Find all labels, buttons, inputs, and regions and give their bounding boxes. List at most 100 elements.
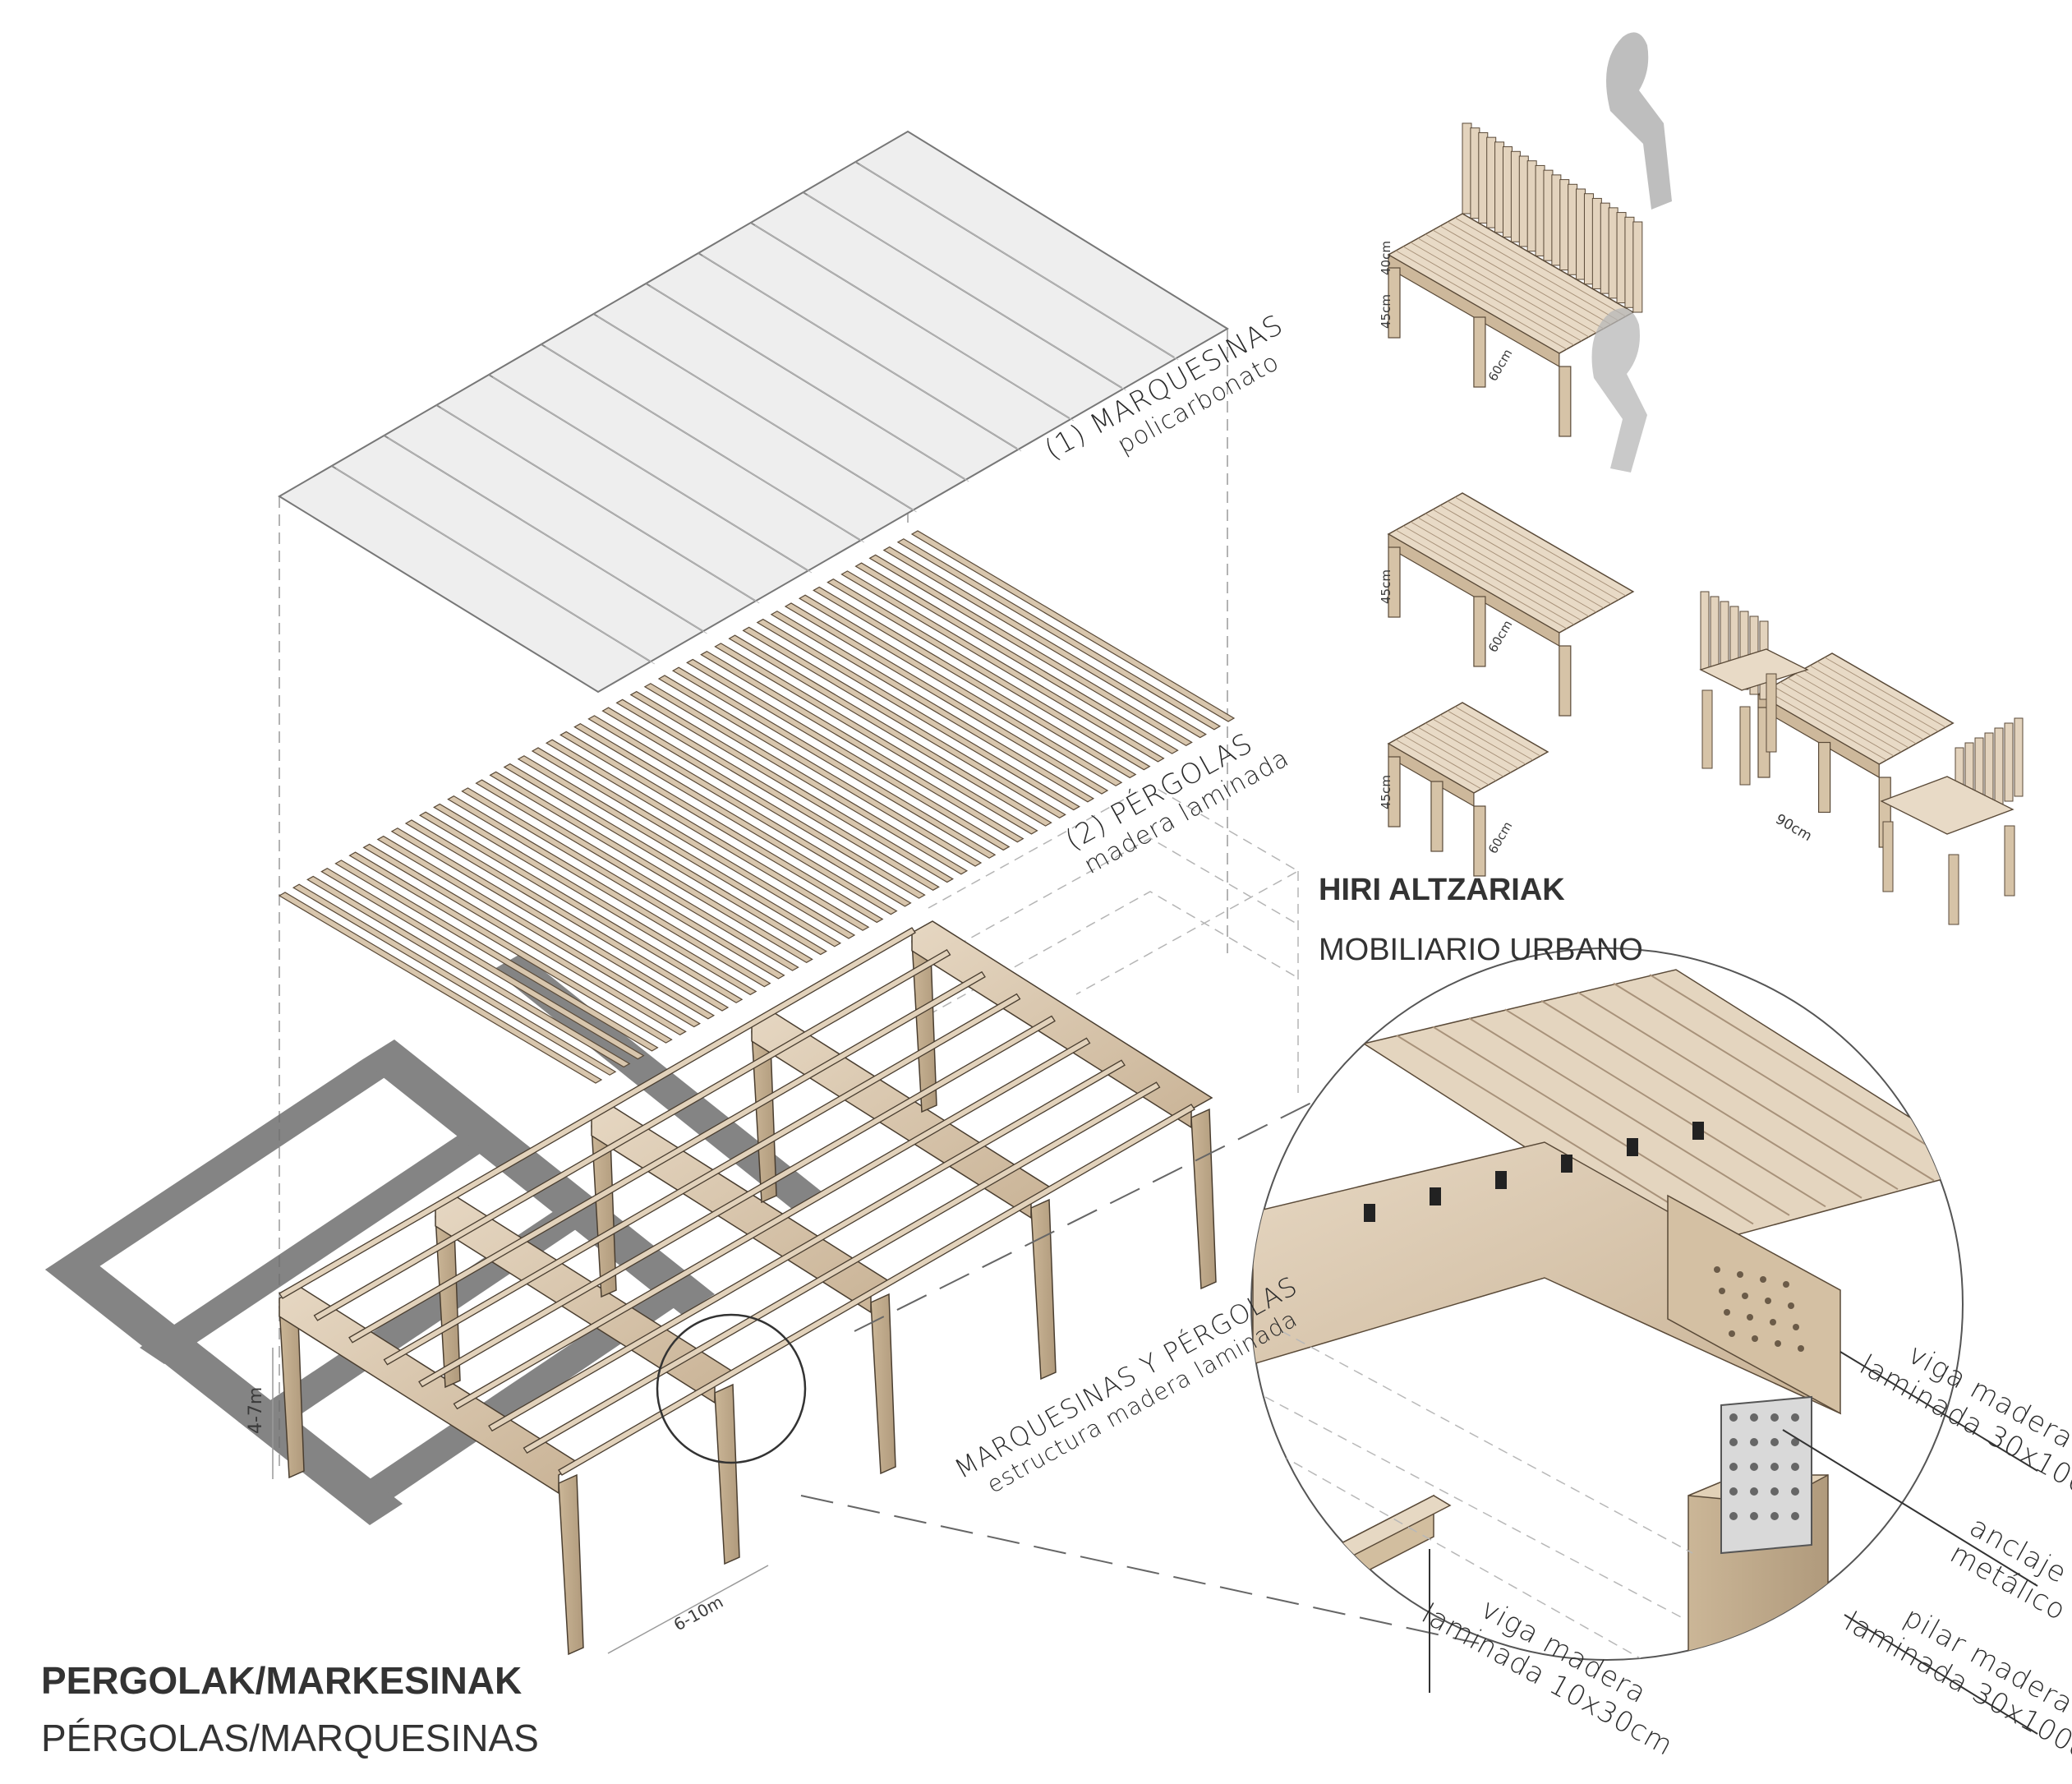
svg-text:60cm: 60cm (1485, 618, 1516, 655)
anchor-bolt (1791, 1413, 1799, 1422)
seat-slat-line (1439, 714, 1526, 765)
seat-slat-line (1395, 529, 1568, 629)
chair-seat (1880, 776, 2014, 835)
bolt-hole (1742, 1293, 1748, 1299)
bolt-hole (1788, 1302, 1794, 1309)
backrest-slat (1470, 127, 1480, 219)
pergola-slat (826, 578, 1151, 771)
chair-seat (1699, 648, 1809, 691)
anchor-bolt (1729, 1487, 1738, 1496)
pergola-slat (404, 819, 730, 1012)
bench-leg (1430, 781, 1443, 852)
seat-slat-line (1824, 657, 1946, 728)
pergola-slat (489, 771, 813, 964)
backrest-slat (1526, 160, 1537, 252)
anchor-bolt (1770, 1463, 1779, 1471)
seat-slat-line (1432, 509, 1605, 609)
pergola-slat (813, 586, 1137, 779)
bolt-hole (1775, 1340, 1781, 1347)
deck-board-joint (1613, 982, 1935, 1182)
seat-slat-line (1402, 525, 1575, 625)
pergola-slat (573, 722, 898, 915)
bolt-hole (1798, 1345, 1804, 1352)
pergola-slat (559, 731, 884, 924)
pergola-slat (770, 611, 1095, 803)
backrest-slat (1583, 193, 1594, 285)
svg-text:MARQUESINAS Y PÉRGOLAS: MARQUESINAS Y PÉRGOLAS (949, 1270, 1302, 1485)
pergola-slat (587, 715, 912, 907)
bolt-hole (1737, 1271, 1743, 1278)
bolt-hole (1724, 1309, 1730, 1316)
chair-leg (2004, 825, 2015, 897)
backrest-slat (1568, 183, 1578, 275)
pergola-slat (882, 546, 1207, 739)
seat-slat-line (1425, 513, 1597, 613)
pergola-slat (362, 843, 687, 1036)
roof-panel-seam-shadow (545, 346, 865, 543)
hidden-line (1264, 1445, 1644, 1660)
main-title-spanish: PÉRGOLAS/MARQUESINAS (41, 1717, 539, 1759)
chair-back-slat (2014, 717, 2024, 797)
pergola-slat (910, 530, 1236, 722)
pergola-slat (657, 675, 983, 867)
deck-board-joint (1577, 991, 1899, 1191)
backrest-slat (1591, 197, 1602, 289)
joist-hanger (1692, 1122, 1704, 1140)
pergola-slat (854, 562, 1179, 754)
furniture-title-spanish: MOBILIARIO URBANO (1319, 933, 1643, 967)
hidden-line (1264, 1396, 1685, 1620)
seat-slat-line (1447, 500, 1619, 601)
pergola-slat (334, 860, 659, 1052)
seat-slat-line (1802, 669, 1924, 740)
pergola-slat (306, 875, 631, 1068)
seat-slat-line (1780, 681, 1902, 753)
seat-slat-line (1402, 246, 1575, 346)
chair-back-slat (2004, 722, 2014, 802)
joist-hanger (1495, 1171, 1507, 1189)
roof-panel-seam-shadow (754, 224, 1075, 422)
bolt-hole (1765, 1298, 1771, 1304)
roof-panel-seam-shadow (597, 316, 917, 513)
pergola-slat (671, 666, 997, 859)
chair-leg (1739, 706, 1751, 786)
pergola-slat (643, 683, 969, 875)
seat-slat-line (1439, 505, 1612, 605)
bench-with-back (1387, 122, 1643, 437)
joist-hanger (1430, 1187, 1441, 1205)
backrest-slat (1535, 164, 1545, 256)
backrest-slat (1518, 155, 1529, 247)
pergola-slats (278, 530, 1236, 1084)
pergola-slat (601, 707, 926, 899)
backrest-slat (1632, 221, 1643, 313)
svg-text:40cm: 40cm (1379, 241, 1393, 275)
ground-shadow (45, 953, 822, 1525)
anchor-bolt (1729, 1512, 1738, 1520)
deck-board-joint (1396, 1035, 1718, 1233)
pergola-post (1030, 1198, 1057, 1381)
deck-board-joint (1432, 1026, 1754, 1225)
backrest-slat (1462, 122, 1472, 214)
pergola-slat (531, 747, 856, 939)
pergola-slat (784, 602, 1109, 795)
bolt-hole (1760, 1276, 1766, 1283)
polycarbonate-roof (278, 130, 1229, 694)
detail-marker-circle (656, 1313, 807, 1464)
svg-text:60cm: 60cm (1485, 347, 1516, 384)
seat-slat-line (1772, 685, 1895, 757)
pergola-purlin (348, 970, 986, 1344)
chair-leg (1766, 673, 1777, 753)
seat-slat-line (1410, 521, 1582, 621)
bench-leg (1473, 805, 1486, 877)
metal-anchor-plate (1720, 1395, 1812, 1555)
pergola-slat (503, 763, 827, 956)
seat-slat-line (1454, 217, 1627, 317)
backrest-slat (1624, 216, 1635, 308)
pergola-slat (742, 626, 1066, 819)
stool (1387, 702, 1549, 877)
anchor-bolt (1750, 1413, 1758, 1422)
anchor-bolt (1791, 1438, 1799, 1446)
pergola-slat (714, 643, 1038, 835)
deck-board-joint (1504, 1008, 1826, 1208)
pergola-slat (292, 883, 617, 1076)
anchor-bolt (1750, 1512, 1758, 1520)
